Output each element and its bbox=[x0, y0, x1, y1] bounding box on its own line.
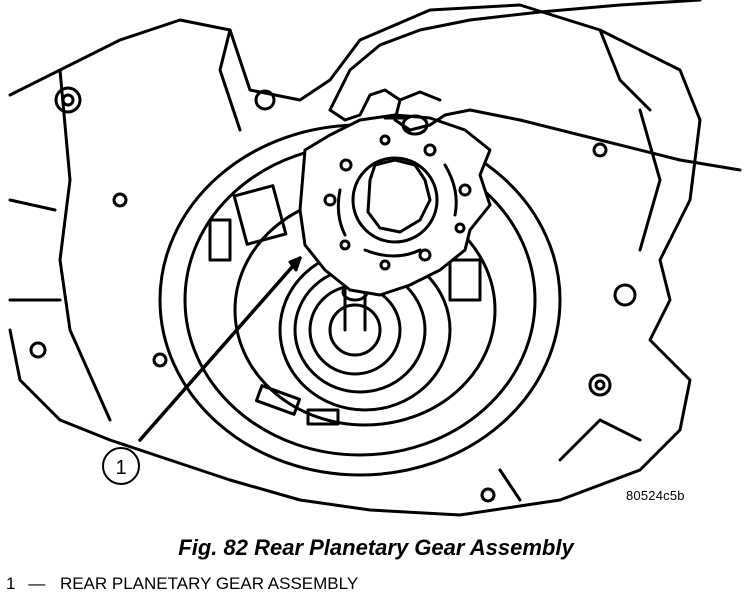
callout-number: 1 bbox=[115, 457, 126, 479]
legend-number: 1 bbox=[6, 574, 16, 593]
case-outline bbox=[8, 3, 702, 517]
callout-leader bbox=[138, 256, 302, 442]
legend-item: 1 — REAR PLANETARY GEAR ASSEMBLY bbox=[6, 574, 358, 594]
hand bbox=[328, 0, 742, 172]
transmission-illustration: 1 bbox=[8, 0, 742, 517]
image-code: 80524c5b bbox=[626, 488, 685, 503]
legend-separator: — bbox=[28, 574, 46, 593]
figure-caption: Fig. 82 Rear Planetary Gear Assembly bbox=[178, 535, 574, 560]
legend-label: REAR PLANETARY GEAR ASSEMBLY bbox=[59, 574, 359, 593]
callout-circle bbox=[102, 447, 140, 485]
